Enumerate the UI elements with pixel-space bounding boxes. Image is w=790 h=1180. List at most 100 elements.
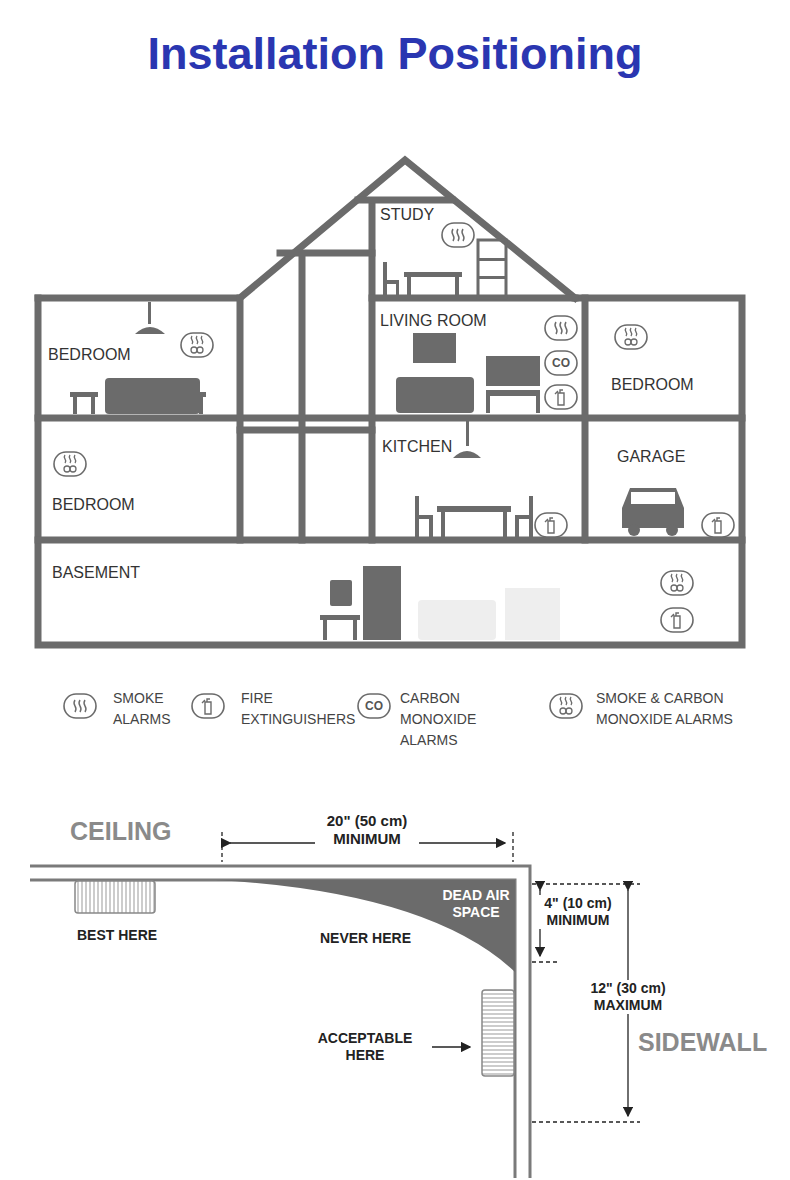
svg-rect bbox=[478, 258, 506, 261]
co-text: CO bbox=[359, 699, 389, 713]
svg-path bbox=[478, 240, 506, 298]
svg-rect bbox=[363, 566, 401, 640]
svg-path bbox=[30, 866, 530, 1178]
svg-circle bbox=[628, 524, 640, 536]
svg-rect bbox=[181, 397, 185, 414]
svg-rect bbox=[415, 515, 433, 519]
svg-rect bbox=[482, 990, 514, 1076]
svg-rect bbox=[515, 515, 533, 519]
furniture bbox=[70, 240, 684, 640]
room-label: STUDY bbox=[380, 206, 434, 224]
svg-rect bbox=[73, 397, 77, 414]
room-label: BASEMENT bbox=[52, 564, 140, 582]
room-box: BASEMENT bbox=[42, 544, 738, 642]
house-walls bbox=[38, 160, 742, 645]
svg-path bbox=[215, 880, 515, 972]
svg-rect bbox=[383, 280, 399, 284]
svg-use bbox=[192, 694, 224, 718]
svg-rect bbox=[396, 377, 474, 413]
svg-path bbox=[486, 390, 540, 413]
svg-rect bbox=[418, 600, 496, 640]
svg-rect bbox=[478, 276, 506, 279]
legend-text: CARBON MONOXIDE ALARMS bbox=[400, 688, 536, 751]
svg-path bbox=[358, 197, 452, 204]
svg-path bbox=[622, 488, 684, 528]
svg-rect bbox=[70, 392, 98, 397]
svg-path bbox=[453, 451, 481, 458]
legend-text: FIRE EXTINGUISHERS bbox=[241, 688, 345, 730]
svg-use bbox=[442, 223, 474, 247]
svg-rect bbox=[515, 519, 519, 537]
dimension: 12" (30 cm) MAXIMUM bbox=[582, 980, 674, 1014]
legend-text: SMOKE ALARMS bbox=[113, 688, 175, 730]
svg-g bbox=[222, 832, 640, 1122]
svg-rect bbox=[320, 615, 360, 620]
svg-path bbox=[38, 298, 742, 645]
svg-use bbox=[545, 351, 577, 375]
svg-rect bbox=[330, 580, 352, 606]
dimension: 4" (10 cm) MINIMUM bbox=[535, 895, 621, 929]
svg-rect bbox=[404, 272, 462, 277]
position-note: ACCEPTABLE HERE bbox=[305, 1030, 425, 1064]
title: Installation Positioning bbox=[0, 28, 790, 80]
room-box: KITCHEN bbox=[376, 422, 582, 538]
room-box: BEDROOM bbox=[589, 302, 739, 416]
svg-rect bbox=[503, 512, 507, 537]
svg-path bbox=[240, 205, 585, 540]
svg-use bbox=[545, 385, 577, 409]
co-text: CO bbox=[546, 356, 576, 370]
room-label: GARAGE bbox=[617, 448, 685, 466]
svg-rect bbox=[631, 492, 675, 504]
svg-rect bbox=[441, 512, 445, 537]
svg-rect bbox=[178, 392, 206, 397]
svg-path bbox=[38, 160, 575, 298]
room-box: BEDROOM bbox=[42, 422, 238, 538]
svg-rect bbox=[407, 277, 411, 298]
zone-label: DEAD AIR SPACE bbox=[436, 887, 516, 921]
position-note: NEVER HERE bbox=[320, 930, 411, 947]
svg-rect bbox=[437, 506, 511, 512]
svg-rect bbox=[323, 620, 327, 640]
svg-use bbox=[54, 452, 86, 476]
svg-rect bbox=[75, 881, 155, 913]
svg-path bbox=[240, 253, 372, 540]
room-label: BEDROOM bbox=[611, 376, 694, 394]
svg-rect bbox=[396, 284, 399, 298]
svg-circle bbox=[666, 524, 678, 536]
room-label: LIVING ROOM bbox=[380, 312, 487, 330]
svg-rect bbox=[466, 420, 469, 446]
svg-use bbox=[545, 316, 577, 340]
svg-use bbox=[64, 694, 96, 718]
svg-rect bbox=[413, 333, 456, 363]
svg-use bbox=[358, 694, 390, 718]
dimension: 20" (50 cm) MINIMUM bbox=[315, 812, 419, 848]
room-box: BEDROOM bbox=[42, 302, 238, 416]
svg-use bbox=[661, 608, 693, 632]
room-label: KITCHEN bbox=[382, 438, 452, 456]
surface-name: SIDEWALL bbox=[638, 1027, 767, 1057]
mounting-section bbox=[30, 832, 640, 1178]
svg-rect bbox=[91, 397, 95, 414]
svg-rect bbox=[199, 397, 203, 414]
room-box: LIVING ROOM bbox=[376, 302, 582, 416]
svg-use bbox=[535, 513, 567, 537]
svg-path bbox=[38, 418, 742, 540]
svg-use bbox=[615, 325, 647, 349]
svg-rect bbox=[353, 620, 357, 640]
svg-use bbox=[661, 571, 693, 595]
svg-path bbox=[372, 295, 575, 302]
room-label: BEDROOM bbox=[48, 346, 131, 364]
svg-use bbox=[702, 513, 734, 537]
svg-rect bbox=[429, 519, 433, 537]
room-label: BEDROOM bbox=[52, 496, 135, 514]
alarm-icons bbox=[54, 223, 734, 632]
room-box: GARAGE bbox=[589, 422, 739, 538]
svg-path bbox=[135, 327, 165, 334]
svg-use bbox=[550, 694, 582, 718]
svg-rect bbox=[505, 588, 560, 640]
svg-use bbox=[181, 333, 213, 357]
svg-rect bbox=[486, 356, 540, 386]
svg-rect bbox=[148, 302, 151, 324]
svg-rect bbox=[455, 277, 459, 298]
